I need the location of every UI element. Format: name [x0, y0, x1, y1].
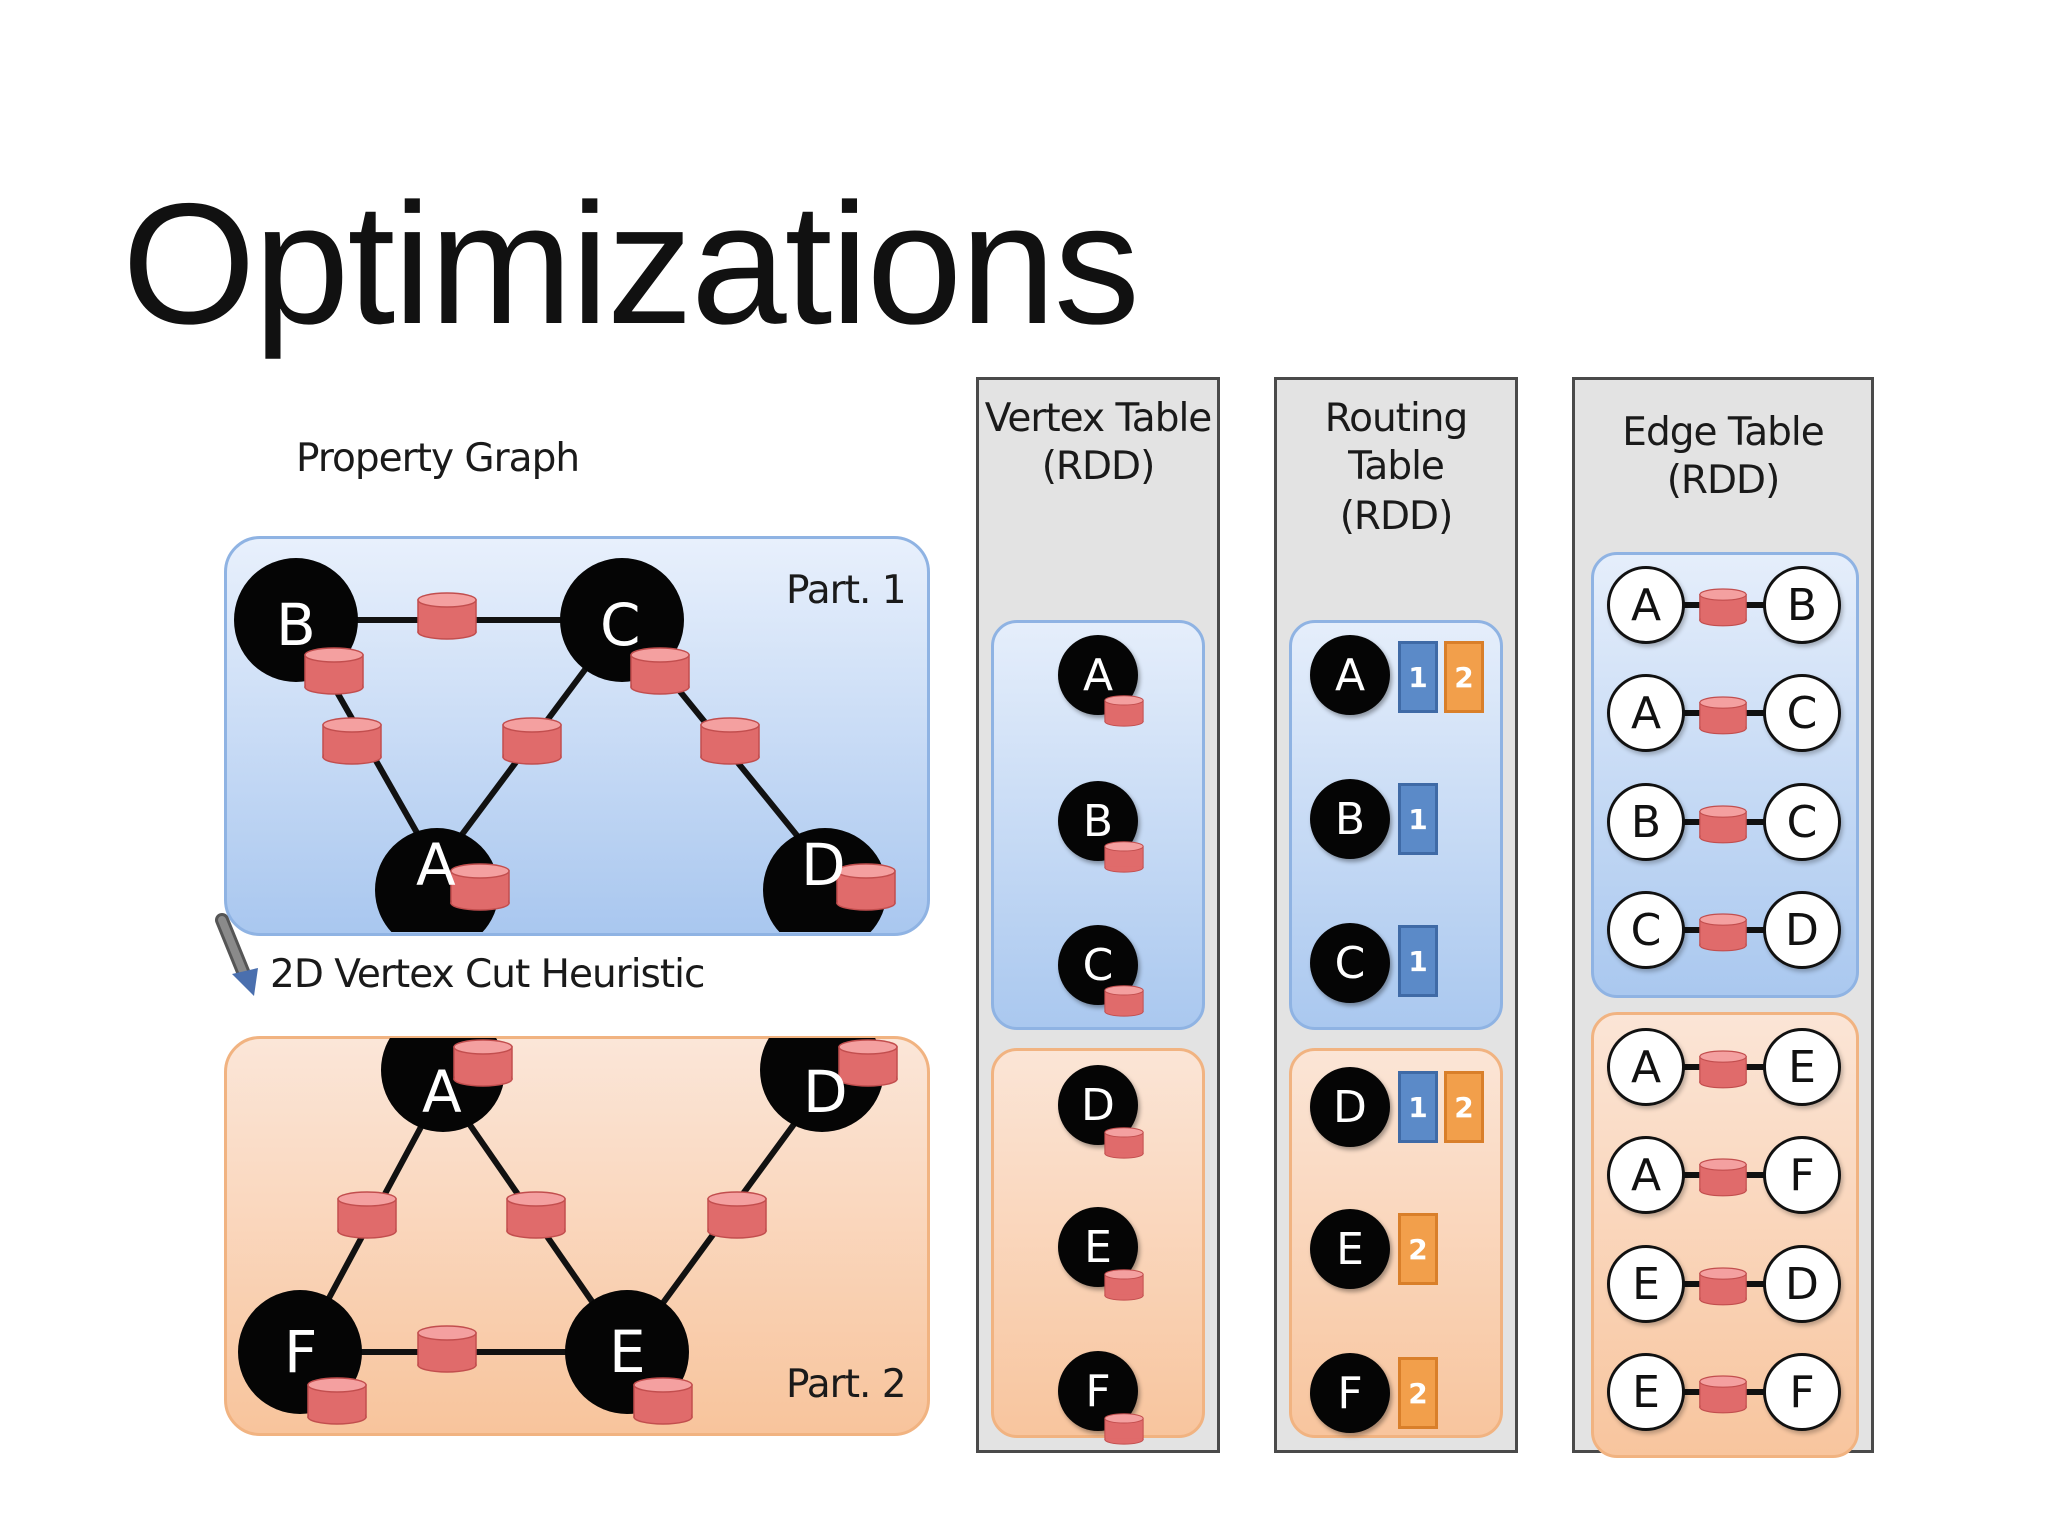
vertex-d-p2-label: D	[803, 1058, 848, 1126]
edge-dst-node: D	[1763, 891, 1841, 969]
routing-badge-part-2: 2	[1398, 1357, 1438, 1429]
property-graph-label: Property Graph	[296, 436, 580, 481]
vertex-c-p1-label: C	[600, 591, 641, 659]
part-1-label: Part. 1	[786, 568, 907, 613]
edge-dst-node: C	[1763, 783, 1841, 861]
vertex-table-node-a: A	[1058, 635, 1138, 715]
edge-dst-node: F	[1763, 1353, 1841, 1431]
edge-src-node: B	[1607, 783, 1685, 861]
vertex-table-node-f: F	[1058, 1351, 1138, 1431]
part-2-label: Part. 2	[786, 1362, 907, 1407]
vertex-table-node-d: D	[1058, 1065, 1138, 1145]
edge-src-node: A	[1607, 1028, 1685, 1106]
vertex-a-p1-label: A	[416, 831, 456, 899]
routing-node-c: C	[1310, 923, 1390, 1003]
edge-src-node: E	[1607, 1353, 1685, 1431]
routing-badge-part-1: 1	[1398, 925, 1438, 997]
heuristic-label: 2D Vertex Cut Heuristic	[270, 952, 705, 997]
edge-src-node: E	[1607, 1245, 1685, 1323]
routing-badge-part-1: 1	[1398, 783, 1438, 855]
routing-table-column: Routing Table (RDD) A 1 2 B 1 C 1 D 1 2	[1274, 377, 1518, 1453]
edge-src-node: A	[1607, 674, 1685, 752]
routing-node-b: B	[1310, 779, 1390, 859]
vertex-table-node-b: B	[1058, 781, 1138, 861]
routing-table-partition-1: A 1 2 B 1 C 1	[1289, 620, 1503, 1030]
vertex-table-partition-2: D E F	[991, 1048, 1205, 1438]
routing-node-f: F	[1310, 1353, 1390, 1433]
edge-dst-node: B	[1763, 566, 1841, 644]
edge-src-node: C	[1607, 891, 1685, 969]
routing-table-heading-line3: (RDD)	[1339, 494, 1454, 539]
edge-table-heading-line1: Edge Table	[1622, 410, 1824, 455]
routing-node-a: A	[1310, 635, 1390, 715]
vertex-table-node-c: C	[1058, 925, 1138, 1005]
edge-table-heading-line2: (RDD)	[1666, 458, 1781, 503]
vertex-d-p1-label: D	[801, 831, 846, 899]
edge-dst-node: F	[1763, 1136, 1841, 1214]
slide-title: Optimizations	[122, 168, 1140, 360]
edge-src-node: A	[1607, 1136, 1685, 1214]
vertex-e-p2-label: E	[609, 1318, 646, 1386]
vertex-table-node-e: E	[1058, 1207, 1138, 1287]
routing-node-e: E	[1310, 1209, 1390, 1289]
vertex-table-column: Vertex Table (RDD) A B C D E F	[976, 377, 1220, 1453]
edge-table-column: Edge Table (RDD)	[1572, 377, 1874, 1458]
vertex-table-heading-line2: (RDD)	[1041, 444, 1156, 489]
routing-table-heading-line1: Routing	[1324, 396, 1469, 441]
routing-badge-part-1: 1	[1398, 1071, 1438, 1143]
vertex-b-p1-label: B	[276, 591, 316, 659]
routing-table-heading-line2: Table	[1348, 444, 1445, 489]
routing-badge-part-2: 2	[1444, 1071, 1484, 1143]
edge-dst-node: C	[1763, 674, 1841, 752]
routing-badge-part-2: 2	[1398, 1213, 1438, 1285]
edge-dst-node: D	[1763, 1245, 1841, 1323]
vertex-table-partition-1: A B C	[991, 620, 1205, 1030]
edge-dst-node: E	[1763, 1028, 1841, 1106]
vertex-a-p2-label: A	[422, 1058, 462, 1126]
routing-node-d: D	[1310, 1067, 1390, 1147]
vertex-table-heading-line1: Vertex Table	[984, 396, 1213, 441]
edge-src-node: A	[1607, 566, 1685, 644]
vertex-f-p2-label: F	[284, 1318, 318, 1386]
routing-badge-part-2: 2	[1444, 641, 1484, 713]
routing-table-partition-2: D 1 2 E 2 F 2	[1289, 1048, 1503, 1438]
routing-badge-part-1: 1	[1398, 641, 1438, 713]
